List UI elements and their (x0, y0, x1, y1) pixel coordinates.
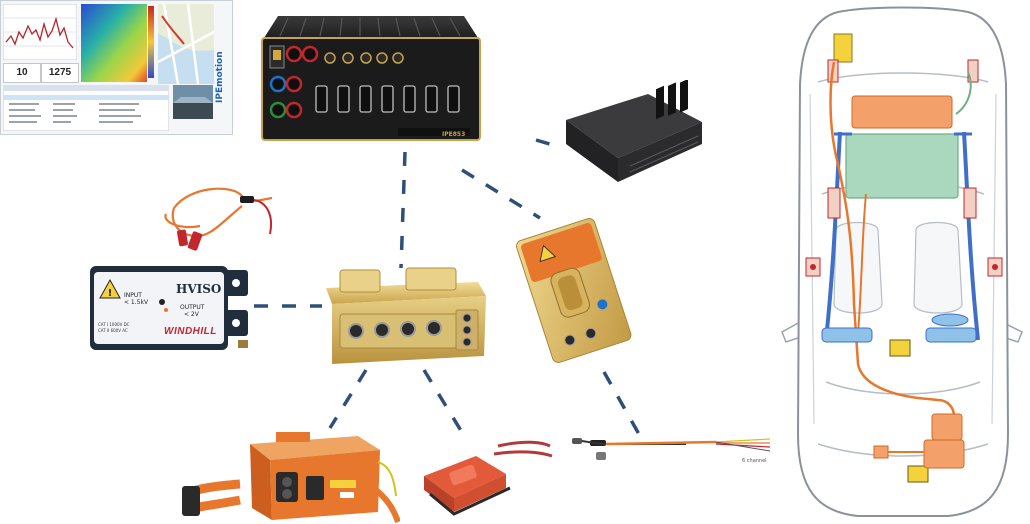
software-screenshot: IPEmotion 10 1275 (0, 0, 233, 135)
harness-channel-label: 6 channel (742, 458, 767, 464)
fused-measurement-cable (164, 187, 273, 251)
central-hub-module (326, 267, 486, 364)
channel-table (3, 85, 169, 131)
daq-model-label: IPE853 (442, 131, 466, 138)
hviso-output-value: < 2V (184, 311, 199, 318)
hviso-input-label: INPUT (124, 292, 142, 299)
ecu-module (566, 80, 702, 182)
hv-probe-module (516, 218, 632, 363)
camera-feed (173, 85, 213, 119)
line-hub-to-connector (422, 369, 465, 435)
hv-junction-box (182, 432, 400, 523)
svg-text:!: ! (108, 288, 113, 299)
vehicle-installation-diagram (781, 6, 1023, 517)
hviso-input-value: < 1.5kV (124, 299, 149, 306)
hv-connector (424, 440, 553, 516)
hviso-spec-line-2: CAT II 600V AC (98, 328, 128, 333)
line-daq-to-ecu (535, 138, 561, 149)
hviso-module: ! HVISO INPUT < 1.5kV OUTPUT < 2V CAT I … (88, 262, 252, 354)
readout-value-left: 10 (3, 63, 41, 83)
line-hub-to-hv-junction (328, 369, 368, 429)
readout-value-right: 1275 (41, 63, 79, 83)
windhill-logo: WINDHILL (164, 326, 217, 337)
sensor-cable-harness (572, 438, 771, 460)
line-daq-to-hub (399, 151, 407, 269)
daq-main-unit (261, 16, 481, 141)
signal-line-chart (3, 4, 77, 60)
map-panel (158, 4, 214, 84)
line-probe-to-harness (602, 371, 642, 437)
brand-vertical-label: IPEmotion (215, 51, 225, 103)
heatmap-panel (81, 4, 154, 82)
hviso-output-label: OUTPUT (180, 304, 205, 311)
hviso-title: HVISO (176, 282, 222, 296)
hviso-spec-line-1: CAT I 1000V DC (98, 322, 130, 327)
